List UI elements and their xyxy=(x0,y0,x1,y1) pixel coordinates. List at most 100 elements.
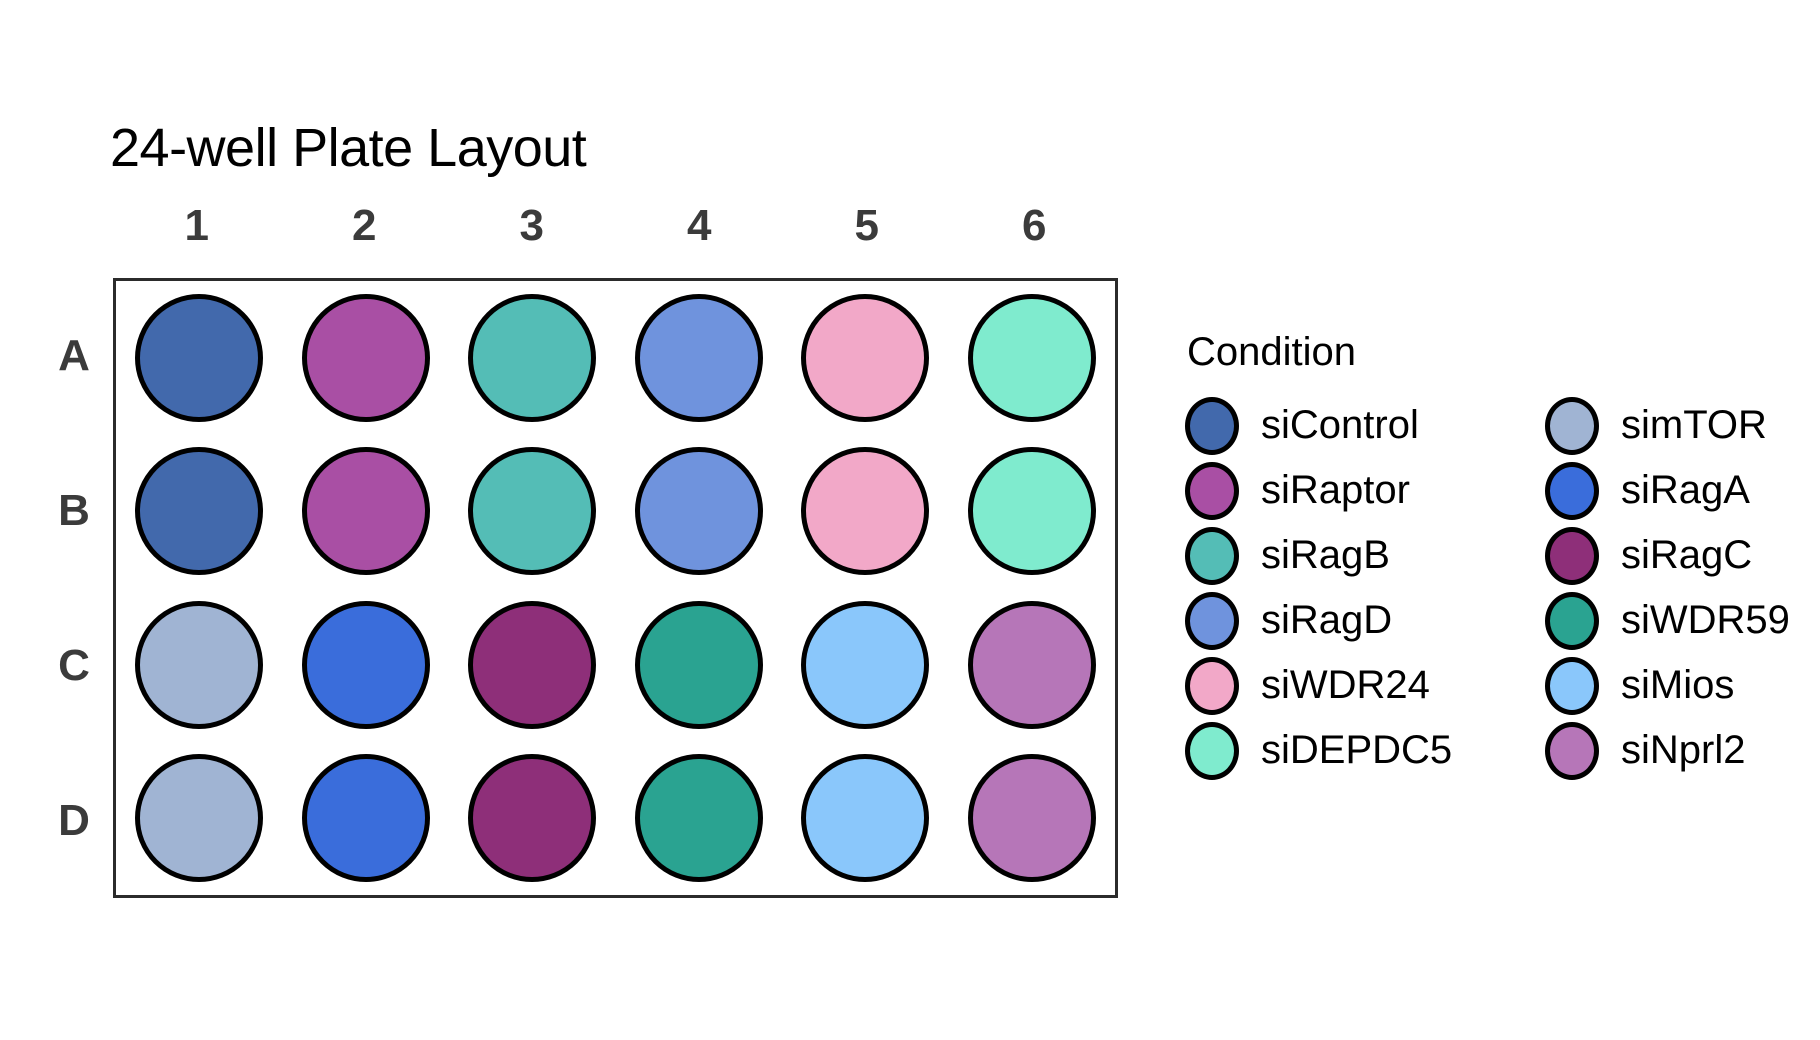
column-header-4: 4 xyxy=(687,201,712,250)
column-header-1: 1 xyxy=(184,201,209,250)
column-header-3: 3 xyxy=(519,201,544,250)
well-D6[interactable] xyxy=(967,754,1096,883)
column-header-5: 5 xyxy=(854,201,879,250)
legend-swatch-icon-siWDR24 xyxy=(1185,656,1239,715)
well-cell-D3[interactable] xyxy=(449,742,616,896)
well-A1[interactable] xyxy=(135,293,264,422)
well-D5[interactable] xyxy=(801,754,930,883)
well-D3[interactable] xyxy=(468,754,597,883)
legend-label-siRagB: siRagB xyxy=(1261,533,1390,577)
well-cell-A4[interactable] xyxy=(616,281,783,435)
well-B1[interactable] xyxy=(135,447,264,576)
legend-label-siRagD: siRagD xyxy=(1261,598,1393,642)
well-cell-A2[interactable] xyxy=(283,281,450,435)
well-A6[interactable] xyxy=(967,293,1096,422)
well-cell-B1[interactable] xyxy=(116,435,283,589)
legend-item-siRagD[interactable]: siRagD xyxy=(1185,588,1545,653)
row-header-D: D xyxy=(58,795,90,845)
legend-item-simTOR[interactable]: simTOR xyxy=(1545,393,1820,458)
column-header-row: 1 2 3 4 5 6 xyxy=(113,196,1118,256)
well-A3[interactable] xyxy=(468,293,597,422)
well-cell-A5[interactable] xyxy=(782,281,949,435)
legend-label-siRagA: siRagA xyxy=(1621,468,1750,512)
well-cell-C2[interactable] xyxy=(283,588,450,742)
well-B4[interactable] xyxy=(634,447,763,576)
row-header-B: B xyxy=(58,485,90,535)
well-cell-D6[interactable] xyxy=(949,742,1116,896)
legend-label-siNprl2: siNprl2 xyxy=(1621,728,1746,772)
legend-item-siRaptor[interactable]: siRaptor xyxy=(1185,458,1545,523)
well-A5[interactable] xyxy=(801,293,930,422)
legend-item-siRagC[interactable]: siRagC xyxy=(1545,523,1820,588)
well-cell-D5[interactable] xyxy=(782,742,949,896)
legend-swatch-icon-siMios xyxy=(1545,656,1599,715)
well-cell-C3[interactable] xyxy=(449,588,616,742)
well-cell-C1[interactable] xyxy=(116,588,283,742)
legend-item-siControl[interactable]: siControl xyxy=(1185,393,1545,458)
legend-item-siMios[interactable]: siMios xyxy=(1545,653,1820,718)
legend-label-simTOR: simTOR xyxy=(1621,403,1767,447)
legend-swatch-icon-siNprl2 xyxy=(1545,721,1599,780)
well-cell-B5[interactable] xyxy=(782,435,949,589)
legend-label-siDEPDC5: siDEPDC5 xyxy=(1261,728,1453,772)
well-C2[interactable] xyxy=(301,600,430,729)
legend-label-siMios: siMios xyxy=(1621,663,1735,707)
well-B5[interactable] xyxy=(801,447,930,576)
well-A2[interactable] xyxy=(301,293,430,422)
well-grid xyxy=(116,281,1115,895)
legend-label-siRagC: siRagC xyxy=(1621,533,1753,577)
legend-column-left: siControl siRaptor siRagB siRagD siWDR24 siDE… xyxy=(1185,393,1545,783)
well-C5[interactable] xyxy=(801,600,930,729)
well-A4[interactable] xyxy=(634,293,763,422)
well-B2[interactable] xyxy=(301,447,430,576)
legend-swatch-icon-siRagB xyxy=(1185,526,1239,585)
well-cell-C5[interactable] xyxy=(782,588,949,742)
well-C1[interactable] xyxy=(135,600,264,729)
legend-swatch-icon-siDEPDC5 xyxy=(1185,721,1239,780)
legend-item-siWDR24[interactable]: siWDR24 xyxy=(1185,653,1545,718)
well-cell-C4[interactable] xyxy=(616,588,783,742)
well-cell-A1[interactable] xyxy=(116,281,283,435)
well-cell-D1[interactable] xyxy=(116,742,283,896)
well-cell-D2[interactable] xyxy=(283,742,450,896)
row-header-A: A xyxy=(58,330,90,380)
legend-item-siDEPDC5[interactable]: siDEPDC5 xyxy=(1185,718,1545,783)
legend-label-siWDR24: siWDR24 xyxy=(1261,663,1430,707)
well-D2[interactable] xyxy=(301,754,430,883)
well-cell-B3[interactable] xyxy=(449,435,616,589)
well-D1[interactable] xyxy=(135,754,264,883)
legend-item-siRagB[interactable]: siRagB xyxy=(1185,523,1545,588)
legend-swatch-icon-siControl xyxy=(1185,396,1239,455)
legend-item-siRagA[interactable]: siRagA xyxy=(1545,458,1820,523)
legend-swatch-icon-siRagD xyxy=(1185,591,1239,650)
legend-swatch-icon-simTOR xyxy=(1545,396,1599,455)
legend-item-siWDR59[interactable]: siWDR59 xyxy=(1545,588,1820,653)
well-cell-A3[interactable] xyxy=(449,281,616,435)
row-header-C: C xyxy=(58,640,90,690)
row-header-column: A B C D xyxy=(43,278,105,898)
legend-label-siControl: siControl xyxy=(1261,403,1419,447)
well-cell-A6[interactable] xyxy=(949,281,1116,435)
well-B3[interactable] xyxy=(468,447,597,576)
column-header-6: 6 xyxy=(1022,201,1047,250)
legend-label-siWDR59: siWDR59 xyxy=(1621,598,1790,642)
legend-swatch-icon-siRagC xyxy=(1545,526,1599,585)
well-C4[interactable] xyxy=(634,600,763,729)
well-cell-B2[interactable] xyxy=(283,435,450,589)
legend-swatch-icon-siWDR59 xyxy=(1545,591,1599,650)
legend-columns: siControl siRaptor siRagB siRagD siWDR24 siDE… xyxy=(1185,393,1820,783)
well-cell-D4[interactable] xyxy=(616,742,783,896)
well-cell-C6[interactable] xyxy=(949,588,1116,742)
column-header-2: 2 xyxy=(352,201,377,250)
well-D4[interactable] xyxy=(634,754,763,883)
well-C3[interactable] xyxy=(468,600,597,729)
legend-label-siRaptor: siRaptor xyxy=(1261,468,1410,512)
legend-column-right: simTOR siRagA siRagC siWDR59 siMios siNprl2 xyxy=(1545,393,1820,783)
legend-item-siNprl2[interactable]: siNprl2 xyxy=(1545,718,1820,783)
well-B6[interactable] xyxy=(967,447,1096,576)
well-cell-B4[interactable] xyxy=(616,435,783,589)
well-C6[interactable] xyxy=(967,600,1096,729)
well-cell-B6[interactable] xyxy=(949,435,1116,589)
